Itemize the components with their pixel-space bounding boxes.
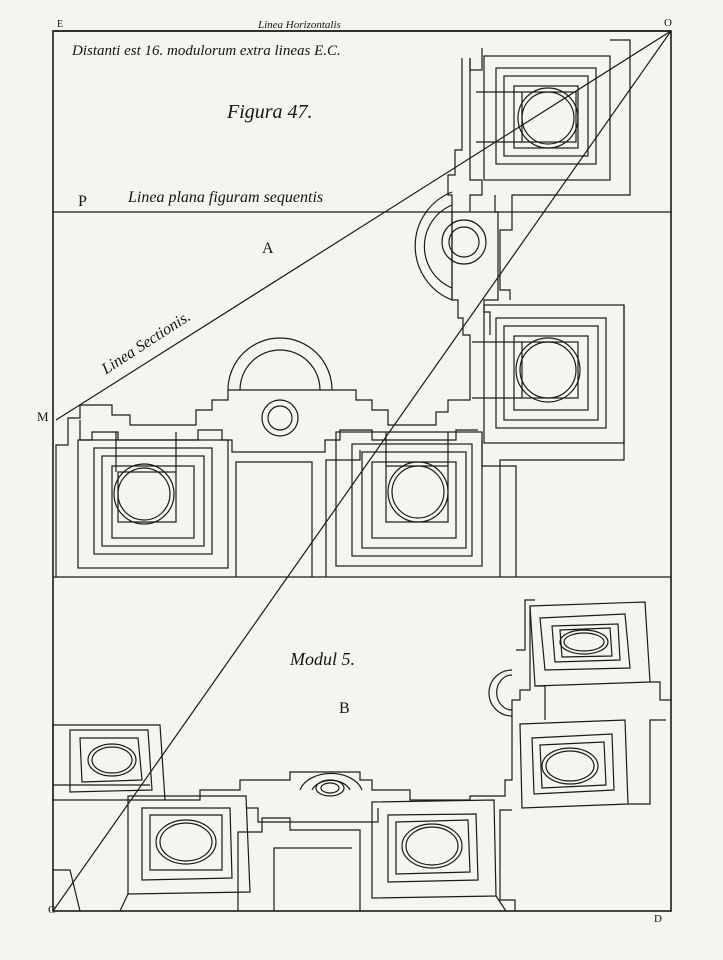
figure-a-exedra-side xyxy=(414,191,453,301)
figure-a-columns xyxy=(113,87,581,525)
corner-label-o: O xyxy=(664,17,672,29)
corner-label-e: E xyxy=(57,19,64,30)
linea-plana-label: Linea plana figuram sequentis xyxy=(128,189,324,206)
corner-label-d: D xyxy=(654,913,662,925)
label-a: A xyxy=(262,240,274,257)
label-b: B xyxy=(339,700,350,717)
figure-a-exedra-bottom xyxy=(227,337,333,391)
label-p: P xyxy=(78,193,87,210)
figure-title: Figura 47. xyxy=(227,101,313,123)
label-m: M xyxy=(37,409,49,424)
distance-note: Distanti est 16. modulorum extra lineas … xyxy=(72,43,341,59)
linea-horizontalis-label: Linea Horizontalis xyxy=(258,19,341,31)
figure-b-columns xyxy=(87,629,609,869)
corner-label-c: C xyxy=(48,904,56,916)
figure-a-plan xyxy=(55,39,631,577)
modul-label: Modul 5. xyxy=(290,649,355,669)
figure-b-plan xyxy=(52,599,671,912)
